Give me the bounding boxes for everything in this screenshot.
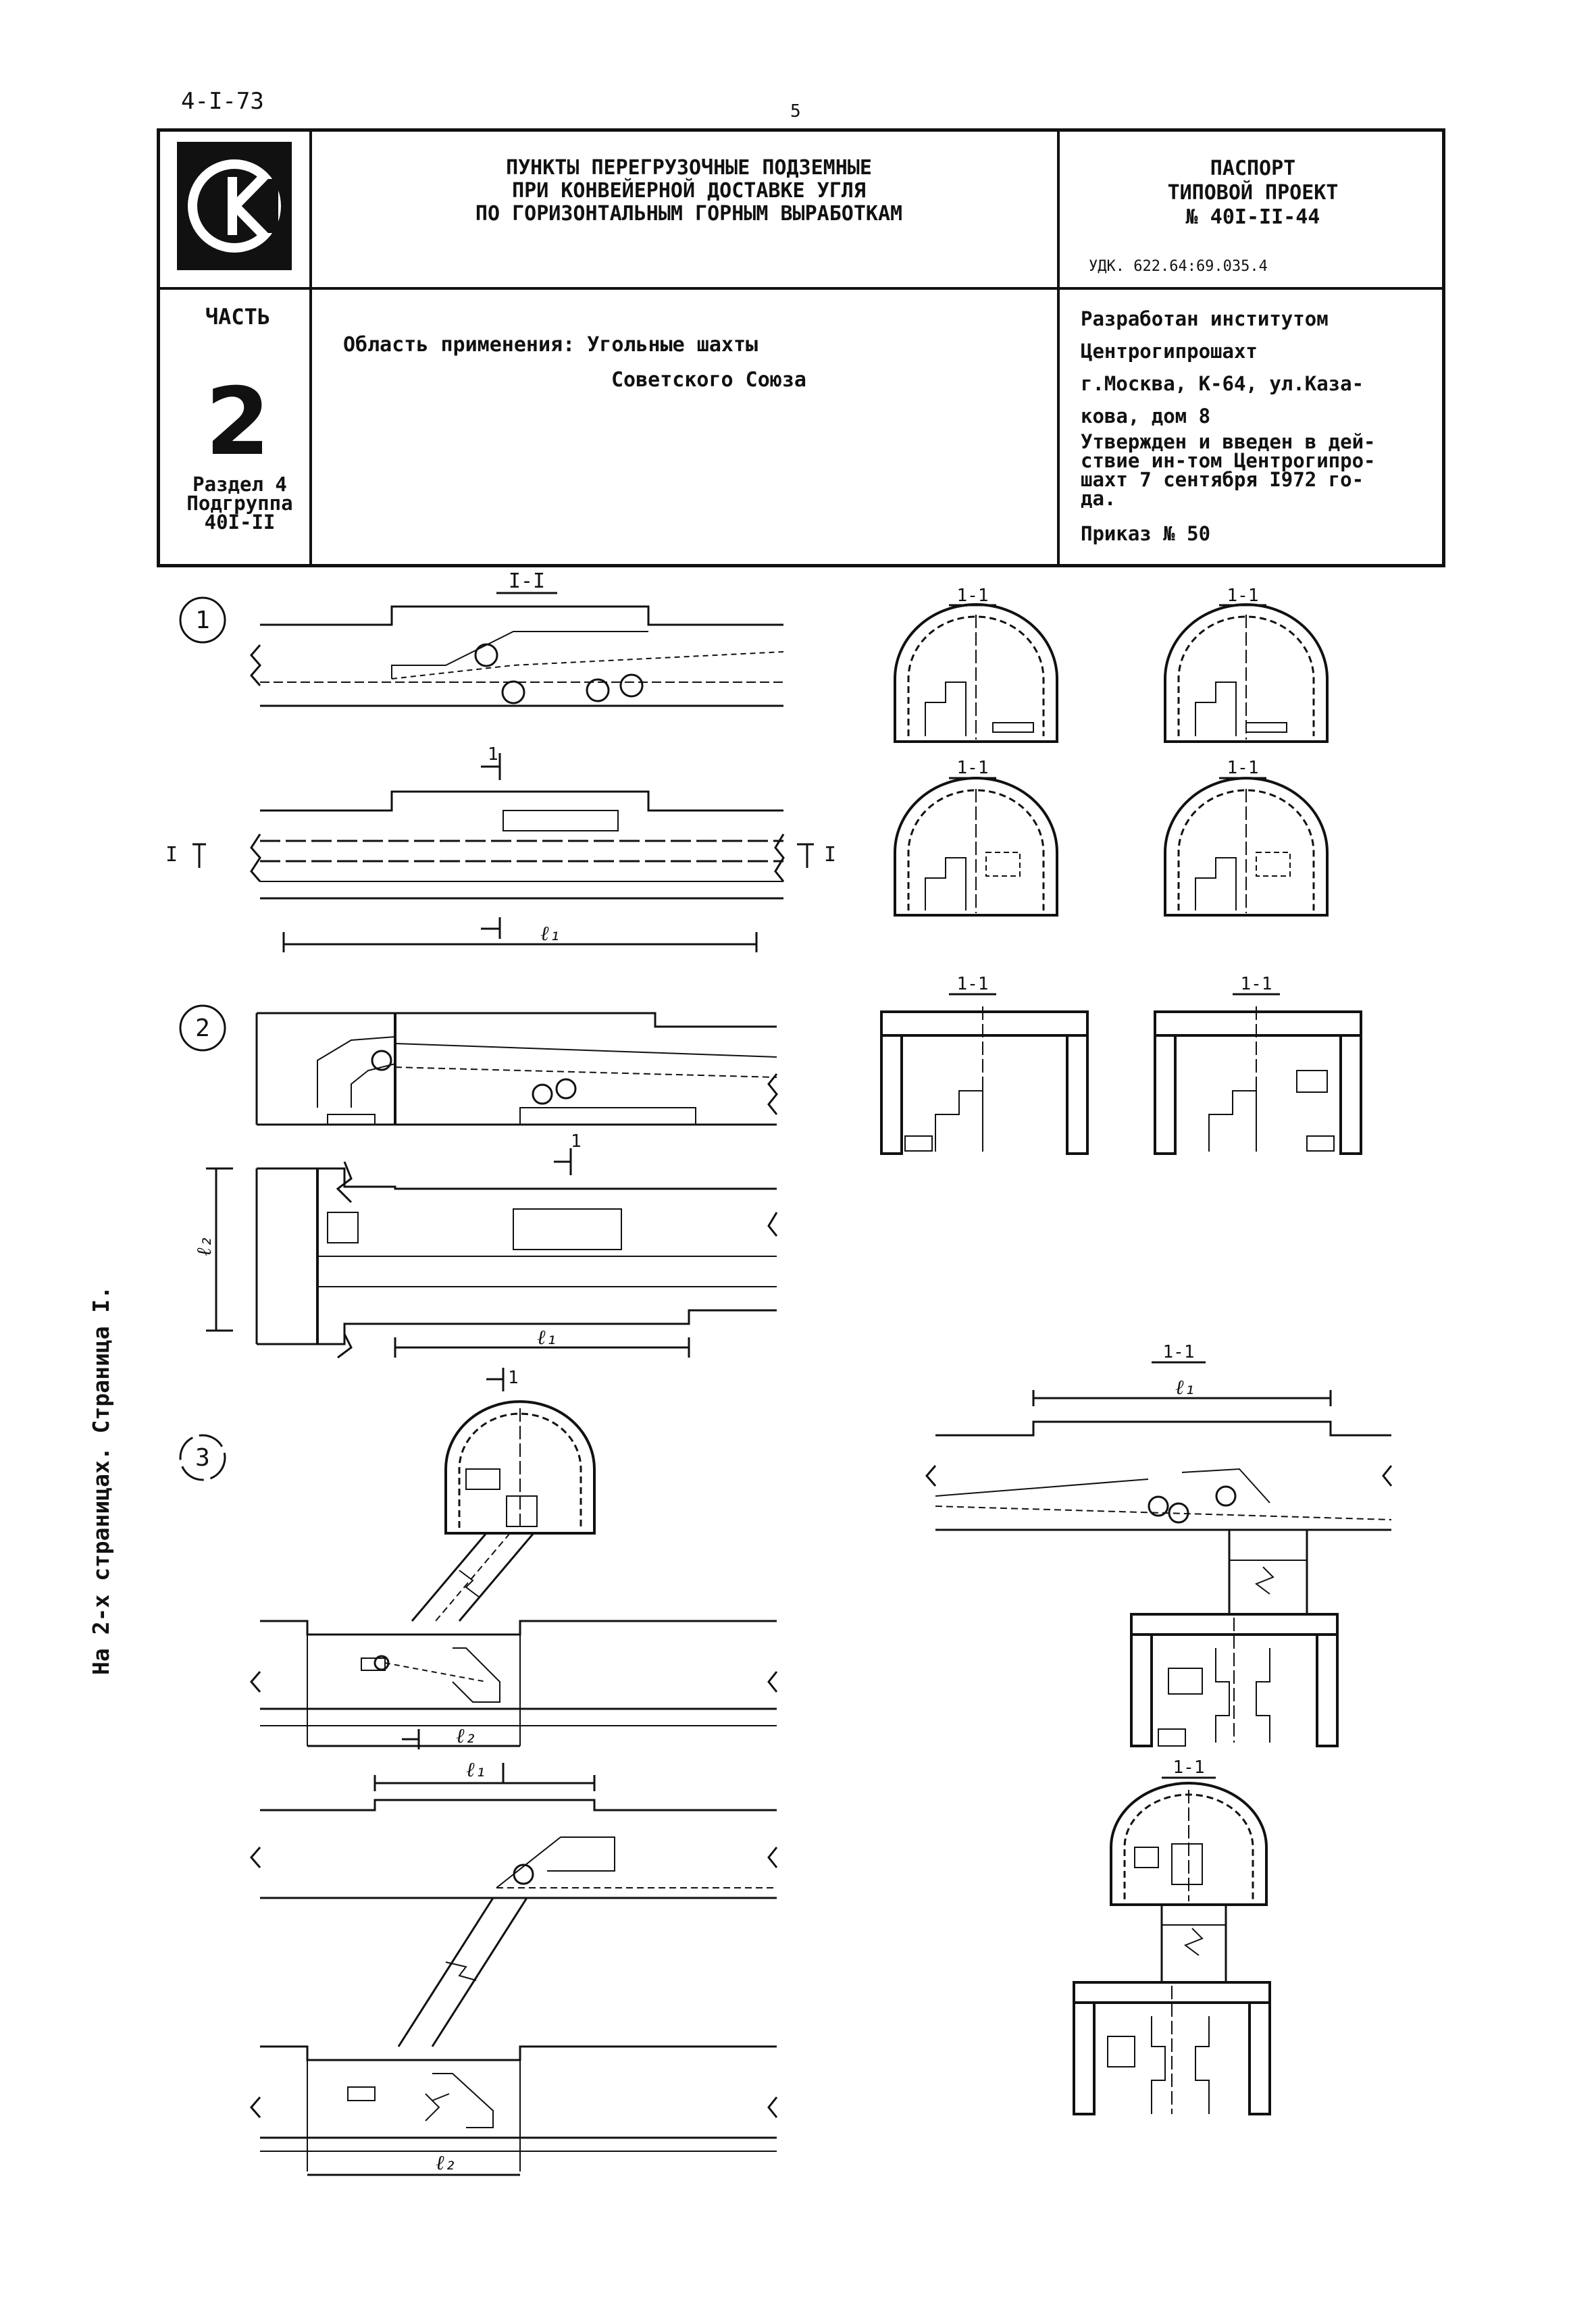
scheme-3-right-shaft-b (1160, 1905, 1227, 1982)
developer-info: Разработан институтом Центрогипрошахт г.… (1081, 303, 1435, 432)
scheme-3-profile-b: ℓ₁ (250, 1758, 778, 1899)
part-label: ЧАСТЬ (205, 304, 271, 330)
scheme-3-inclined-drift-a (411, 1533, 535, 1622)
part-number: 2 (205, 367, 271, 476)
section-label: Раздел 4 (192, 473, 287, 496)
developer-line-3: г.Москва, К-64, ул.Каза- (1081, 372, 1364, 395)
scheme-3-profile-c: ℓ₂ (250, 2045, 778, 2176)
approval-line-4: да. (1081, 487, 1116, 510)
approval-line-3: шахт 7 сентября I972 го- (1081, 468, 1364, 491)
section-label-1-1-f: 1-1 (1241, 974, 1272, 994)
approval-line-1: Утвержден и введен в дей- (1081, 430, 1376, 453)
scheme-number-1: 1 (195, 607, 210, 634)
dimension-l2-scheme3c: ℓ₂ (436, 2151, 457, 2175)
section-label-1-1-h: 1-1 (1173, 1757, 1205, 1778)
section-label-1-1-d: 1-1 (1227, 758, 1259, 778)
dimension-l1-scheme3-right: ℓ₁ (1175, 1376, 1196, 1399)
title-block-frame (157, 128, 1445, 567)
scheme-2-rect-section-b: 1-1 (1154, 974, 1362, 1155)
scheme-marker-1: 1 (179, 596, 226, 644)
section-label-1-1-c: 1-1 (957, 758, 989, 778)
title-line-3: ПО ГОРИЗОНТАЛЬНЫМ ГОРНЫМ ВЫРАБОТКАМ (475, 202, 903, 226)
cut-label-I-right: I (824, 843, 836, 867)
scheme-1-arch-section-d: 1-1 (1164, 758, 1329, 917)
cut-label-1-scheme2: 1 (571, 1131, 582, 1152)
section-label-1-1-e: 1-1 (957, 974, 989, 994)
section-label-I-I: I-I (509, 569, 545, 593)
scheme-2-rect-section-a: 1-1 (880, 974, 1089, 1155)
title-line-1: ПУНКТЫ ПЕРЕГРУЗОЧНЫЕ ПОДЗЕМНЫЕ (506, 156, 872, 180)
passport-line-1: ПАСПОРТ (1210, 157, 1296, 180)
cut-label-I-left: I (165, 843, 178, 867)
passport-block: ПАСПОРТ ТИПОВОЙ ПРОЕКТ № 40I-II-44 (1081, 157, 1425, 230)
document-code: 4-I-73 (181, 88, 264, 115)
scheme-2-plan: 1 ℓ₂ ℓ₁ (192, 1131, 778, 1359)
scheme-number-2: 2 (195, 1014, 210, 1042)
order-number: Приказ № 50 (1081, 522, 1211, 545)
scheme-3-right-rect-section (1130, 1613, 1339, 1747)
udk-code: УДК. 622.64:69.035.4 (1089, 258, 1268, 275)
dimension-l1-scheme1: ℓ₁ (540, 922, 561, 946)
dimension-l1-scheme3b: ℓ₁ (466, 1758, 487, 1782)
approval-info: Утвержден и введен в дей- ствие ин-том Ц… (1081, 430, 1435, 510)
approval-line-2: ствие ин-том Центрогипро- (1081, 449, 1376, 472)
scope-line-2: Советского Союза (611, 368, 806, 392)
passport-line-2: ТИПОВОЙ ПРОЕКТ (1167, 181, 1339, 205)
scheme-1-profile: I-I (250, 569, 784, 707)
scheme-3-right-profile: 1-1 ℓ₁ (925, 1342, 1393, 1531)
scheme-3-inclined-drift-b (397, 1897, 528, 2047)
scope-line-1: Область применения: Угольные шахты (343, 333, 758, 357)
scheme-2-profile (255, 1012, 778, 1126)
subgroup-label: Подгруппа (186, 492, 293, 515)
scheme-1-arch-section-c: 1-1 (894, 758, 1058, 917)
title-line-2: ПРИ КОНВЕЙЕРНОЙ ДОСТАВКЕ УГЛЯ (512, 179, 866, 203)
scheme-1-plan: 1 I I ℓ₁ (165, 744, 836, 952)
scheme-marker-2: 2 (179, 1004, 226, 1052)
page-count-note: На 2-х страницах. Страница I. (88, 1285, 114, 1675)
developer-line-1: Разработан институтом (1081, 307, 1329, 330)
title-block-divider (157, 287, 1445, 290)
dimension-l1-scheme2: ℓ₁ (537, 1326, 558, 1349)
cut-label-1-scheme3: 1 (508, 1368, 519, 1388)
developer-line-2: Центрогипрошахт (1081, 340, 1258, 363)
page-number: 5 (790, 101, 801, 122)
scheme-3-profile-a: ℓ₂ (250, 1620, 778, 1749)
part-subgroup: Раздел 4 Подгруппа 40I-II (169, 475, 311, 532)
scheme-1-arch-section-b: 1-1 (1164, 586, 1329, 743)
section-label-1-1-g: 1-1 (1163, 1342, 1195, 1362)
dimension-l2-scheme2: ℓ₂ (192, 1235, 216, 1256)
dimension-l2-scheme3a: ℓ₂ (456, 1724, 477, 1748)
scheme-marker-3: 3 (179, 1434, 226, 1481)
technical-drawings: 1 2 3 I-I 1 I (165, 569, 1393, 2176)
passport-line-3: № 40I-II-44 (1185, 205, 1320, 229)
title-block-divider-left (309, 128, 312, 567)
section-label-1-1-a: 1-1 (957, 586, 989, 606)
developer-line-4: кова, дом 8 (1081, 405, 1211, 428)
scheme-3-arch-top: 1 (444, 1368, 596, 1535)
scheme-3-right-arch-section: 1-1 (1110, 1757, 1268, 1906)
scheme-1-arch-section-a: 1-1 (894, 586, 1058, 743)
project-title: ПУНКТЫ ПЕРЕГРУЗОЧНЫЕ ПОДЗЕМНЫЕ ПРИ КОНВЕ… (338, 157, 1040, 226)
scheme-number-3: 3 (195, 1444, 210, 1472)
section-label-1-1-b: 1-1 (1227, 586, 1259, 606)
scheme-3-right-shaft (1228, 1530, 1308, 1614)
cut-label-1-top: 1 (488, 744, 498, 765)
scheme-3-right-rect-section-b (1073, 1981, 1271, 2115)
title-block-divider-right (1057, 128, 1060, 567)
sk-logo (177, 142, 292, 270)
subgroup-value: 40I-II (204, 511, 276, 534)
